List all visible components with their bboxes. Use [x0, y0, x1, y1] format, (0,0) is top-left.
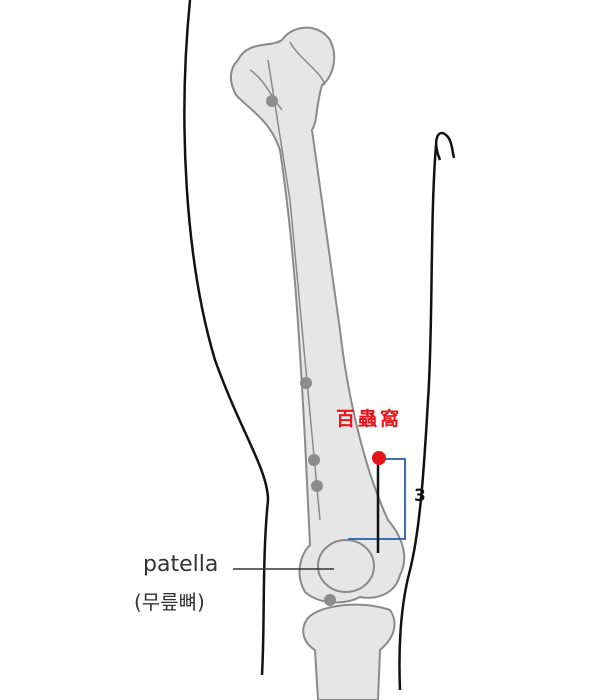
measure-bracket [348, 458, 406, 540]
femur-shaft-line [267, 59, 321, 521]
acupoint-marker [372, 451, 386, 465]
leg-outline-right [398, 131, 456, 691]
patella-bone [317, 539, 375, 593]
landmark-dot [300, 377, 312, 389]
acupoint-name: 百蟲窩 [336, 408, 403, 430]
patella-korean-label: (무릎뼈) [134, 590, 205, 614]
femur [230, 26, 406, 604]
landmark-dot [311, 480, 323, 492]
landmark-dot [324, 594, 336, 606]
femur-head-detail [249, 41, 326, 111]
landmark-dot [266, 95, 278, 107]
leg-outline-left [183, 0, 270, 676]
landmark-dot [308, 454, 320, 466]
patella-label: patella [143, 552, 219, 577]
measure-value: 3 [414, 486, 426, 506]
tibia [302, 603, 396, 700]
